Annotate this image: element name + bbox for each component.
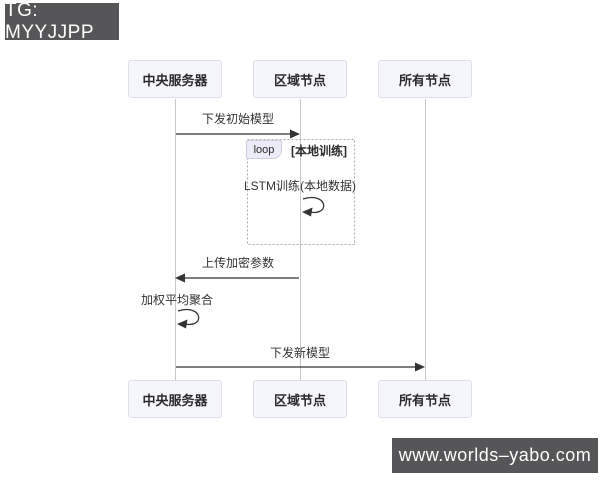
actor-regional-node-top: 区域节点 (253, 60, 347, 98)
arrowhead-send-new-model (415, 362, 425, 372)
actor-regional-node-bottom: 区域节点 (253, 380, 347, 418)
message-label-send-new-model: 下发新模型 (269, 346, 331, 360)
actor-central-server-bottom: 中央服务器 (128, 380, 222, 418)
arrowhead-lstm-training (302, 207, 313, 217)
actor-label: 区域节点 (273, 392, 326, 408)
message-label-upload-encrypted-params: 上传加密参数 (201, 256, 275, 270)
website-watermark-badge: www.worlds–yabo.com (392, 438, 598, 473)
arrowhead-weighted-aggregation (177, 319, 188, 329)
loop-condition: [本地训练] (291, 144, 347, 158)
self-loop-lstm-training (302, 196, 325, 214)
arrowhead-upload-encrypted-params (175, 273, 185, 283)
message-label-send-initial-model: 下发初始模型 (201, 112, 275, 126)
actor-label: 所有节点 (398, 72, 451, 88)
loop-frame (247, 139, 355, 245)
arrowhead-send-initial-model (290, 129, 300, 139)
loop-keyword: loop (253, 143, 275, 156)
actor-label: 区域节点 (273, 72, 326, 88)
telegram-watermark-text: TG: MYYJJPP (5, 0, 95, 43)
actor-all-nodes-top: 所有节点 (378, 60, 472, 98)
website-watermark-text: www.worlds–yabo.com (398, 445, 592, 465)
self-loop-weighted-aggregation (177, 308, 200, 326)
actor-central-server-top: 中央服务器 (128, 60, 222, 98)
telegram-watermark-badge: TG: MYYJJPP (5, 0, 119, 43)
actor-all-nodes-bottom: 所有节点 (378, 380, 472, 418)
actor-label: 中央服务器 (142, 392, 208, 408)
loop-keyword-pill: loop (246, 140, 282, 159)
message-label-weighted-aggregation: 加权平均聚合 (140, 293, 214, 307)
actor-label: 所有节点 (398, 392, 451, 408)
actor-label: 中央服务器 (142, 72, 208, 88)
message-label-lstm-training: LSTM训练(本地数据) (244, 179, 356, 193)
